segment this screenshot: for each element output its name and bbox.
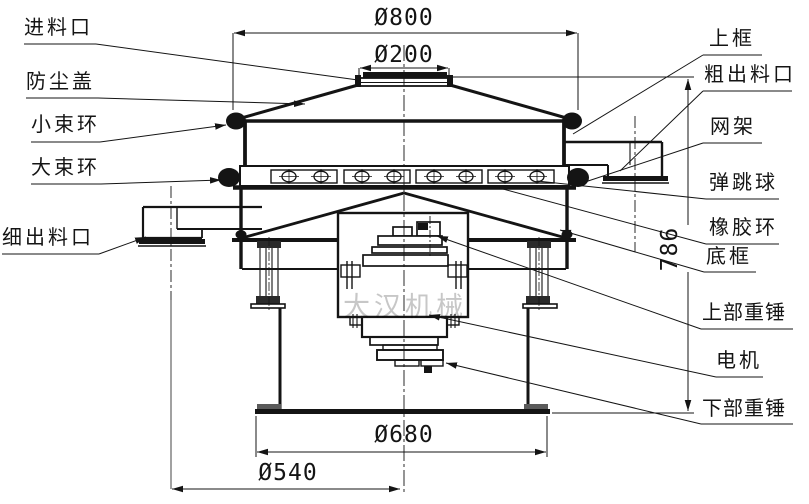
dim-stand-diameter: Ø540 bbox=[258, 460, 318, 486]
label-coarse-outlet: 粗出料口 bbox=[704, 62, 796, 86]
label-upper-frame: 上框 bbox=[709, 26, 755, 50]
label-motor: 电机 bbox=[716, 348, 762, 372]
label-lower-weight: 下部重锤 bbox=[702, 396, 786, 420]
dimension-lines bbox=[172, 29, 694, 493]
dim-base-diameter: Ø680 bbox=[374, 422, 434, 448]
label-feed-inlet: 进料口 bbox=[24, 15, 93, 39]
spring-right bbox=[522, 237, 558, 311]
label-upper-weight: 上部重锤 bbox=[702, 300, 786, 324]
small-clamp-ring-right bbox=[562, 112, 582, 130]
label-bottom-frame: 底框 bbox=[706, 244, 752, 268]
large-clamp-ring-left bbox=[218, 168, 240, 187]
label-small-clamp: 小束环 bbox=[31, 112, 100, 136]
lower-weight-assembly bbox=[376, 349, 444, 373]
label-leader-lines bbox=[2, 43, 793, 425]
centerlines bbox=[170, 45, 636, 493]
screen-cone bbox=[241, 191, 567, 240]
upper-weight-assembly bbox=[362, 216, 449, 267]
small-clamp-ring-left bbox=[226, 112, 246, 130]
label-dust-cover: 防尘盖 bbox=[26, 69, 95, 93]
label-fine-outlet: 细出料口 bbox=[2, 225, 94, 249]
bounce-balls bbox=[279, 169, 547, 184]
dim-inlet-diameter: Ø200 bbox=[374, 42, 434, 68]
motor-body bbox=[360, 315, 449, 351]
label-large-clamp: 大束环 bbox=[31, 155, 100, 179]
upper-frame bbox=[243, 122, 566, 167]
label-rubber-ring: 橡胶环 bbox=[709, 215, 778, 239]
dim-top-diameter: Ø800 bbox=[374, 5, 434, 31]
spring-left bbox=[250, 237, 286, 311]
label-bounce-ball: 弹跳球 bbox=[709, 170, 778, 194]
base-frame bbox=[255, 308, 550, 414]
label-mesh-frame: 网架 bbox=[710, 114, 756, 138]
screen-deck bbox=[233, 165, 576, 190]
dim-total-height: 786 bbox=[657, 226, 683, 272]
bottom-frame bbox=[232, 189, 576, 270]
